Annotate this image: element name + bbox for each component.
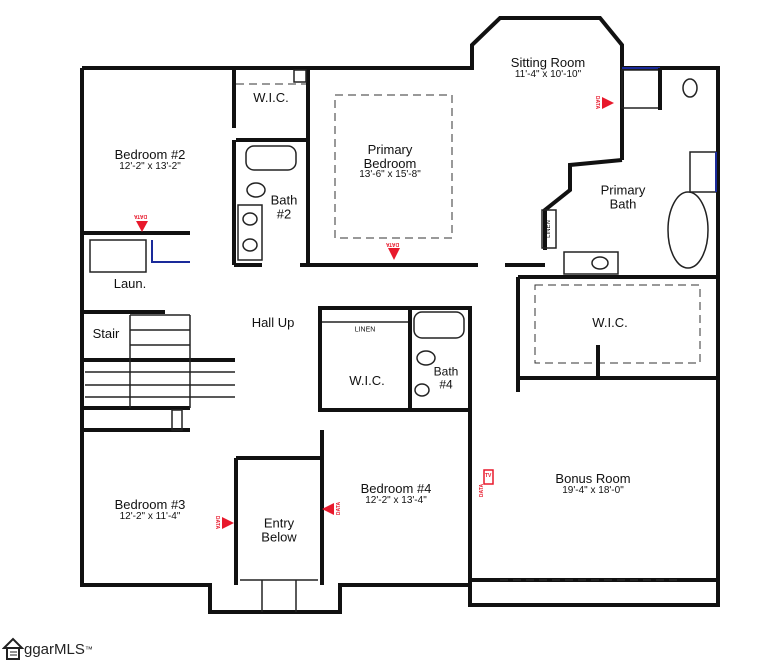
bathtub: [413, 311, 465, 339]
toilet: [416, 350, 436, 366]
room-wic-primary: W.I.C.: [592, 315, 628, 331]
data-marker-label: DATA: [479, 483, 486, 498]
sink: [242, 238, 258, 252]
data-marker-label: DATA: [594, 95, 601, 110]
tv-marker-icon: [483, 469, 494, 485]
room-dims: 11'-4" x 10'-10": [514, 68, 582, 80]
room-name: Bedroom #3: [114, 496, 186, 512]
data-marker-icon: [388, 248, 400, 260]
data-marker-label: DATA: [386, 241, 400, 247]
stair-treads: [85, 314, 235, 408]
room-primary-bath: Primary Bath: [600, 182, 646, 211]
room-wic-center: W.I.C.: [349, 373, 385, 389]
room-dims: 19'-4" x 18'-0": [562, 484, 624, 496]
room-bath-2: Bath #2: [270, 192, 298, 221]
tray-ceiling: [334, 94, 453, 239]
room-bedroom-4: Bedroom #4 12'-2" x 13'-4": [361, 482, 432, 506]
vanity: [563, 251, 619, 275]
data-marker-label: DATA: [336, 501, 343, 516]
room-dims: 12'-2" x 11'-4": [119, 510, 181, 522]
wall: [318, 306, 472, 412]
data-marker-icon: [322, 503, 334, 515]
data-marker-label: DATA: [134, 213, 148, 219]
data-markers: [136, 97, 614, 529]
room-entry-below: Entry Below: [261, 515, 297, 544]
room-bedroom-3: Bedroom #3 12'-2" x 11'-4": [115, 498, 186, 522]
room-name: Primary Bedroom: [363, 142, 417, 171]
linen-closet: [541, 209, 557, 249]
sink: [242, 212, 258, 226]
vanity: [237, 204, 263, 261]
vanity: [689, 151, 717, 193]
room-dims: 12'-2" x 13'-4": [365, 494, 427, 506]
data-marker-icon: [136, 221, 148, 232]
room-dims: 13'-6" x 15'-8": [359, 169, 421, 181]
toilet: [246, 182, 266, 198]
sink: [414, 383, 430, 397]
tv-marker-label: TV: [485, 473, 492, 479]
room-name: Bedroom #4: [360, 480, 432, 496]
room-sitting-room: Sitting Room 11'-4" x 10'-10": [511, 56, 585, 80]
wic-shelf: [534, 284, 701, 364]
linen-label: LINEN: [354, 326, 376, 334]
toilet: [682, 78, 698, 98]
washer-dryer: [89, 239, 147, 273]
room-dims: 12'-2" x 13'-2": [119, 160, 181, 172]
room-laundry: Laun.: [113, 276, 147, 292]
room-hall-up: Hall Up: [251, 315, 295, 331]
house-logo-icon: [2, 637, 24, 660]
counter: [151, 240, 190, 263]
room-stair: Stair: [92, 326, 120, 342]
room-name: Sitting Room: [510, 54, 586, 70]
linen-label: LINEN: [545, 220, 552, 238]
tub: [667, 191, 709, 269]
room-bedroom-2: Bedroom #2 12'-2" x 13'-2": [115, 148, 186, 172]
room-bath-4: Bath #4: [433, 364, 459, 391]
logo-tm: ™: [84, 644, 93, 654]
data-marker-icon: [602, 97, 614, 109]
linen-shelf: [171, 409, 183, 431]
room-wic-2: W.I.C.: [253, 90, 289, 106]
sink: [591, 256, 609, 270]
room-name: Bedroom #2: [114, 146, 186, 162]
room-bonus-room: Bonus Room 19'-4" x 18'-0": [555, 472, 630, 496]
data-marker-icon: [222, 517, 234, 529]
logo-text: ggarMLS: [24, 640, 85, 658]
shelf: [293, 69, 307, 83]
room-primary-bedroom: Primary Bedroom 13'-6" x 15'-8": [359, 143, 421, 181]
wall: [543, 158, 623, 250]
shower: [621, 69, 661, 109]
bathtub: [245, 145, 297, 171]
data-marker-label: DATA: [214, 515, 221, 530]
room-name: Bonus Room: [555, 470, 631, 486]
exterior-wall: [80, 68, 472, 614]
